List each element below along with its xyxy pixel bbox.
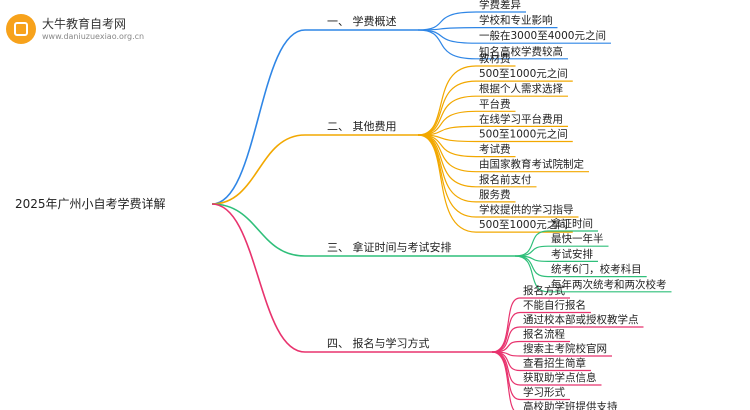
leaf-label: 不能自行报名	[523, 299, 586, 312]
branch-connector	[211, 203, 306, 353]
leaf-label: 500至1000元之间	[479, 67, 568, 80]
branch-connector	[211, 203, 306, 257]
branches: 一、 学费概述 学费差异学校和专业影响一般在3000至4000元之间知名高校学费较…	[211, 0, 672, 410]
leaf-label: 平台费	[479, 97, 511, 110]
branch-label: 二、 其他费用	[327, 120, 397, 133]
brand-url: www.daniuzuexiao.org.cn	[42, 32, 145, 41]
root-node-label: 2025年广州小自考学费详解	[15, 196, 166, 211]
brand-name: 大牛教育自考网	[42, 17, 127, 31]
leaf-label: 学习形式	[523, 386, 565, 399]
leaf-label: 考试安排	[551, 247, 593, 260]
brand-logo: 大牛教育自考网 www.daniuzuexiao.org.cn	[6, 12, 144, 46]
leaf-label: 每年两次统考和两次校考	[551, 278, 667, 291]
leaf-label: 服务费	[479, 188, 511, 201]
leaf-label: 获取助学点信息	[523, 371, 597, 384]
leaf-label: 查看招生简章	[523, 357, 586, 370]
branch-label: 三、 拿证时间与考试安排	[327, 240, 452, 254]
leaf-connector	[417, 110, 477, 136]
leaf-connector	[417, 27, 477, 31]
leaf-label: 教材费	[479, 52, 511, 65]
leaf-label: 考试费	[479, 143, 511, 156]
leaf-label: 报名流程	[523, 328, 565, 341]
branch-connector	[211, 134, 306, 205]
leaf-connector	[491, 351, 515, 410]
leaf-label: 高校助学班提供支持	[523, 400, 618, 410]
leaf-label: 由国家教育考试院制定	[479, 158, 584, 171]
leaf-connector	[417, 134, 477, 203]
leaf-label: 报名方式	[523, 284, 565, 297]
leaf-connector	[417, 134, 477, 173]
leaf-label: 拿证时间	[551, 217, 593, 230]
leaf-connector	[417, 80, 477, 136]
leaf-label: 学校提供的学习指导	[479, 203, 574, 216]
leaf-connector	[514, 255, 549, 278]
leaf-connector	[417, 134, 477, 233]
leaf-label: 在线学习平台费用	[479, 112, 563, 125]
leaf-connector	[417, 29, 477, 60]
leaf-label: 报名前支付	[479, 173, 532, 186]
book-icon	[6, 14, 36, 44]
leaf-connector	[514, 255, 549, 293]
branch-label: 一、 学费概述	[327, 14, 397, 28]
leaf-label: 统考6门，校考科目	[551, 263, 642, 276]
leaf-label: 500至1000元之间	[479, 128, 568, 141]
leaf-label: 最快一年半	[551, 232, 604, 245]
leaf-label: 学费差异	[479, 0, 521, 11]
leaf-label: 搜索主考院校官网	[523, 342, 607, 355]
leaf-connector	[417, 29, 477, 44]
leaf-label: 一般在3000至4000元之间	[479, 29, 606, 42]
leaf-connector	[491, 311, 521, 353]
leaf-connector	[417, 65, 477, 136]
leaf-label: 根据个人需求选择	[479, 82, 563, 95]
leaf-connector	[417, 95, 477, 136]
branch-connector	[211, 29, 306, 205]
leaf-connector	[514, 245, 549, 257]
leaf-connector	[491, 351, 521, 401]
leaf-label: 通过校本部或授权教学点	[523, 313, 639, 326]
branch-label: 四、 报名与学习方式	[327, 336, 430, 350]
leaf-label: 学校和专业影响	[479, 14, 553, 27]
leaf-label: 500至1000元之间	[479, 218, 568, 231]
leaf-label: 知名高校学费较高	[479, 45, 563, 58]
